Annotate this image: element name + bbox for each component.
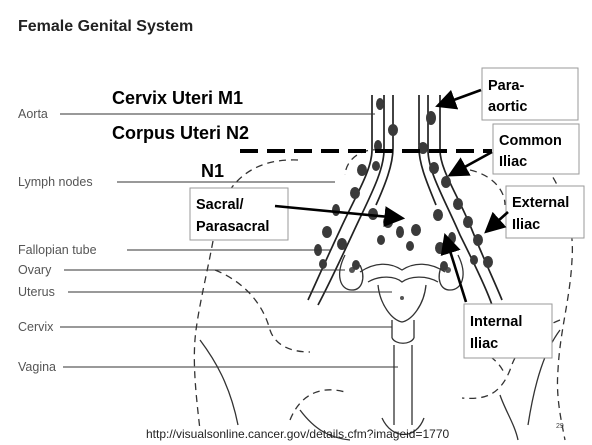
lymph-node	[441, 176, 451, 188]
lymph-node	[435, 242, 445, 254]
label-uterus: Uterus	[18, 285, 55, 299]
arrow-para-aortic	[440, 90, 481, 105]
lymph-node	[411, 224, 421, 236]
lymph-node	[473, 234, 483, 246]
uterus-outline	[340, 255, 463, 435]
staging-label-n2: Corpus Uteri N2	[112, 123, 249, 143]
label-fallopian-tube: Fallopian tube	[18, 243, 97, 257]
lymph-node	[319, 259, 327, 269]
lymph-node	[372, 161, 380, 171]
lymph-node	[463, 216, 473, 228]
slide-number: 29	[556, 423, 564, 430]
slide-title: Female Genital System	[18, 18, 193, 35]
arrow-external-iliac	[488, 212, 508, 230]
label-vagina: Vagina	[18, 360, 56, 374]
callout-external-iliac-line2: Iliac	[512, 217, 540, 233]
lymph-node	[337, 238, 347, 250]
lymph-node	[350, 187, 360, 199]
callout-para-aortic-line2: aortic	[488, 99, 528, 115]
callout-internal-iliac-line1: Internal	[470, 314, 522, 330]
callout-internal-iliac-line2: Iliac	[470, 336, 498, 352]
blood-vessels	[308, 95, 502, 305]
lymph-node	[377, 235, 385, 245]
callout-sacral-line2: Parasacral	[196, 219, 269, 235]
staging-label-m1: Cervix Uteri M1	[112, 88, 243, 108]
lymph-node	[406, 241, 414, 251]
label-ovary: Ovary	[18, 263, 52, 277]
label-lymph-nodes: Lymph nodes	[18, 175, 93, 189]
lymph-node	[440, 261, 448, 271]
callout-para-aortic-line1: Para-	[488, 78, 524, 94]
lymph-node-cluster	[314, 98, 493, 271]
lymph-node	[376, 98, 384, 110]
lymph-node	[388, 124, 398, 136]
lymph-node	[352, 260, 360, 270]
callout-common-iliac-line2: Iliac	[499, 154, 527, 170]
lymph-node	[453, 198, 463, 210]
lymph-node	[433, 209, 443, 221]
lymph-node	[429, 162, 439, 174]
ovary-markers	[349, 267, 451, 300]
lymph-node	[357, 164, 367, 176]
lymph-node	[448, 232, 456, 244]
callout-common-iliac-line1: Common	[499, 133, 562, 149]
callout-sacral-line1: Sacral/	[196, 197, 244, 213]
label-aorta: Aorta	[18, 107, 48, 121]
label-cervix: Cervix	[18, 320, 54, 334]
callout-external-iliac-line1: External	[512, 195, 569, 211]
lymph-node	[470, 255, 478, 265]
staging-label-n1: N1	[201, 161, 224, 181]
lymph-node	[396, 226, 404, 238]
source-url: http://visualsonline.cancer.gov/details.…	[146, 427, 450, 441]
lymph-node	[332, 204, 340, 216]
lymph-node	[322, 226, 332, 238]
lymph-node	[426, 111, 436, 125]
lymph-node	[483, 256, 493, 268]
